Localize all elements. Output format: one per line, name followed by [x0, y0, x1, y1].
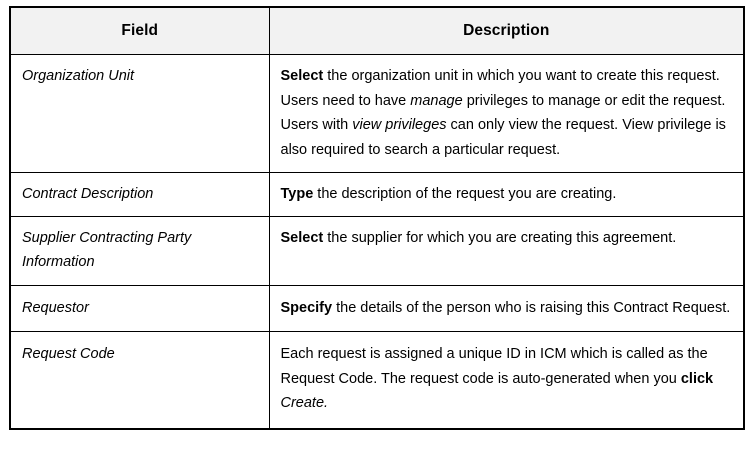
- field-name-cell: Contract Description: [9, 172, 270, 217]
- table-row: Supplier Contracting Party Information S…: [9, 215, 745, 286]
- field-name-cell: Supplier Contracting Party Information: [9, 215, 270, 286]
- field-description-cell: Specify the details of the person who is…: [268, 284, 745, 332]
- table-header-row: Field Description: [9, 6, 745, 55]
- table-row: Request Code Each request is assigned a …: [9, 331, 745, 429]
- table-row: Organization Unit Select the organizatio…: [9, 54, 745, 173]
- table-body: Organization Unit Select the organizatio…: [9, 54, 745, 429]
- table-header: Field Description: [9, 6, 745, 55]
- field-description-cell: Type the description of the request you …: [268, 172, 745, 217]
- field-description-table-container: Field Description Organization Unit Sele…: [9, 6, 745, 430]
- field-description-cell: Each request is assigned a unique ID in …: [268, 331, 745, 429]
- table-row: Requestor Specify the details of the per…: [9, 284, 745, 332]
- field-name-cell: Requestor: [9, 284, 270, 332]
- table-row: Contract Description Type the descriptio…: [9, 172, 745, 217]
- field-description-cell: Select the supplier for which you are cr…: [268, 215, 745, 286]
- column-header-field: Field: [9, 6, 270, 55]
- field-description-table: Field Description Organization Unit Sele…: [9, 6, 745, 430]
- field-description-cell: Select the organization unit in which yo…: [268, 54, 745, 173]
- column-header-description: Description: [268, 6, 745, 55]
- field-name-cell: Request Code: [9, 331, 270, 429]
- field-name-cell: Organization Unit: [9, 54, 270, 173]
